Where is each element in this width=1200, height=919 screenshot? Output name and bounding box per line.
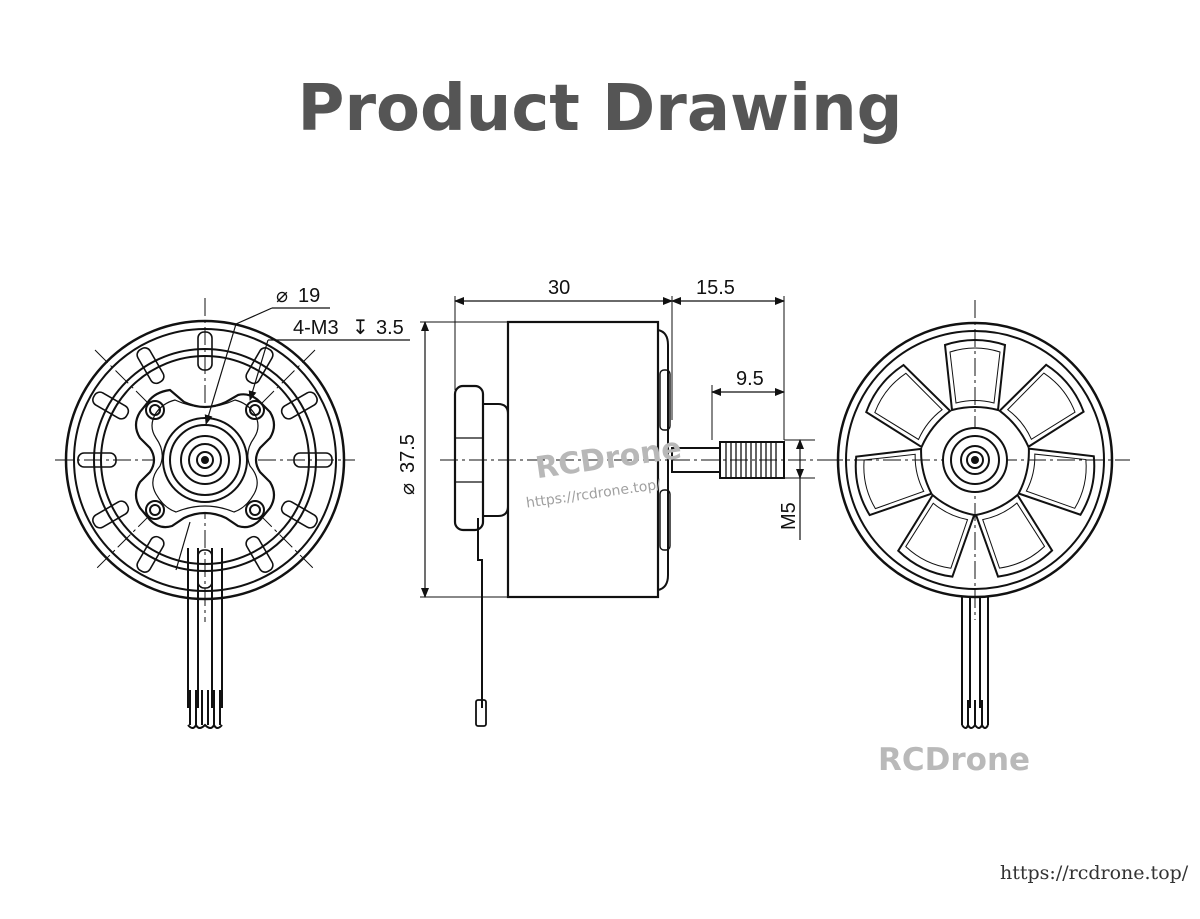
site-url[interactable]: https://rcdrone.top/ [1000, 862, 1189, 884]
mount-side-view [55, 298, 410, 729]
hub-diameter-label: 19 [298, 285, 320, 307]
mount-holes-label: 4-M3 [293, 317, 339, 339]
thread-label: M5 [778, 502, 800, 530]
hole-depth-label: 3.5 [376, 317, 404, 339]
thread-length-label: 9.5 [736, 368, 764, 390]
watermark-logo: RCDrone [533, 431, 684, 486]
side-view [420, 296, 830, 727]
bell-windows [854, 339, 1096, 578]
shaft-length-label: 15.5 [696, 277, 735, 299]
motor-diameter-label: 37.5 [397, 434, 419, 473]
depth-symbol: ↧ [352, 317, 369, 339]
motor-wires [187, 548, 223, 729]
brand-watermark: RCDrone [878, 742, 1031, 778]
mount-holes [145, 400, 265, 520]
bell-top-view [825, 300, 1130, 729]
body-length-label: 30 [548, 277, 570, 299]
hub-diameter-symbol: ⌀ [276, 285, 288, 307]
page-title: Product Drawing [297, 72, 903, 146]
motor-diameter-symbol: ⌀ [397, 483, 419, 495]
